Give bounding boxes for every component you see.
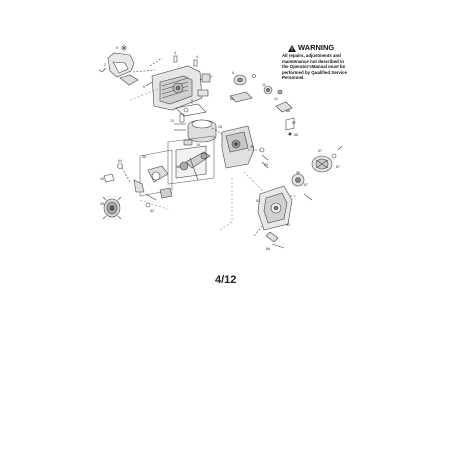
callout-88: 88 [294,133,298,137]
callout-12: 12 [274,97,278,101]
callout-13: 13 [170,119,174,123]
callout-30: 30 [250,145,254,149]
callout-56: 56 [296,171,300,175]
page-number: 4/12 [215,274,237,286]
top-left-bracket-assembly [98,45,156,86]
callout-26: 26 [218,125,222,129]
callout-11: 11 [262,83,266,87]
callout-89: 89 [230,97,234,101]
flywheel-group [102,149,173,220]
callout-6: 6 [232,71,234,75]
gasket-plate [175,99,207,117]
callout-38: 38 [142,155,146,159]
piston-assembly [174,113,217,146]
callout-2: 2 [104,63,106,67]
callout-66: 66 [266,247,270,251]
warning-text: All repairs, adjustments and maintenance… [282,53,347,81]
top-right-components [229,74,295,136]
callout-36: 36 [176,165,180,169]
cylinder-assembly [145,55,215,111]
warning-triangle-icon [288,44,296,52]
callout-67a: 67 [304,183,308,187]
callout-4: 4 [196,55,198,59]
starter-housing-group [253,145,343,249]
callout-45: 45 [100,177,104,181]
warning-box: WARNING All repairs, adjustments and mai… [282,44,362,81]
callout-49: 49 [100,202,104,206]
callout-87: 87 [292,121,296,125]
callout-44: 44 [118,159,122,163]
assembly-guide-lines [129,87,265,231]
callout-52: 52 [150,209,154,213]
warning-heading: WARNING [288,44,362,52]
part-number-callouts: 9 2 3 4 5 6 11 12 13 19 26 30 33 36 38 4… [100,46,340,251]
warning-title: WARNING [298,43,335,52]
callout-19: 19 [196,143,200,147]
callout-9: 9 [116,46,118,50]
callout-86: 86 [286,109,290,113]
crankcase-frame [167,135,215,185]
callout-67b: 67 [336,165,340,169]
callout-57: 57 [318,149,322,153]
callout-3: 3 [174,51,176,55]
crankcase-half [211,125,269,169]
callout-63: 63 [286,223,290,227]
callout-33: 33 [264,163,268,167]
callout-62: 62 [256,199,260,203]
callout-5: 5 [143,85,145,89]
